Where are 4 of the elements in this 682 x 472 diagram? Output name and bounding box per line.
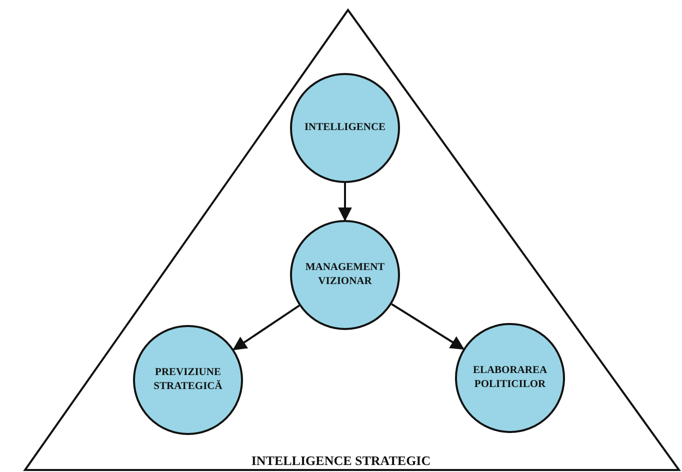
triangle-label: INTELLIGENCE STRATEGIC — [250, 453, 432, 469]
arrow — [391, 303, 465, 350]
arrow — [338, 183, 352, 222]
arrow — [232, 304, 300, 350]
